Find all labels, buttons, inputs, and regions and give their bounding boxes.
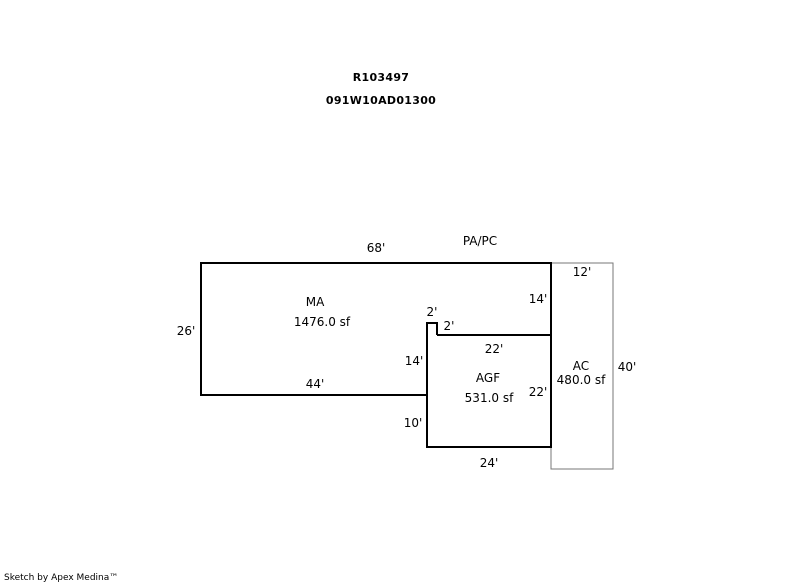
dim-ac-right: 40' <box>618 360 637 374</box>
parcel-id: R103497 <box>352 71 410 84</box>
map-number: 091W10AD01300 <box>325 94 437 107</box>
agf-area-outline <box>426 322 552 448</box>
dim-ac-top: 12' <box>573 265 592 279</box>
dim-ma-right: 14' <box>529 292 548 306</box>
dim-ma-bottom: 44' <box>306 377 325 391</box>
ac-label: AC <box>573 359 589 373</box>
ma-label: MA <box>306 295 325 309</box>
agf-label: AGF <box>476 371 500 385</box>
dim-notch-side: 2' <box>444 319 455 333</box>
dim-ma-top: 68' <box>367 241 386 255</box>
agf-area-value: 531.0 sf <box>465 391 514 405</box>
dim-notch-top: 2' <box>427 305 438 319</box>
dim-agf-top: 22' <box>485 342 504 356</box>
dim-agf-left-lower: 10' <box>404 416 423 430</box>
sketch-credit: Sketch by Apex Medina™ <box>4 573 119 583</box>
ma-area-value: 1476.0 sf <box>294 315 351 329</box>
dim-ma-left: 26' <box>177 324 196 338</box>
ac-area-value: 480.0 sf <box>557 373 606 387</box>
dim-agf-left-upper: 14' <box>405 354 424 368</box>
pa-pc-label: PA/PC <box>463 234 497 248</box>
dim-agf-right: 22' <box>529 385 548 399</box>
ma-area-outline <box>200 262 552 396</box>
dim-agf-bottom: 24' <box>480 456 499 470</box>
